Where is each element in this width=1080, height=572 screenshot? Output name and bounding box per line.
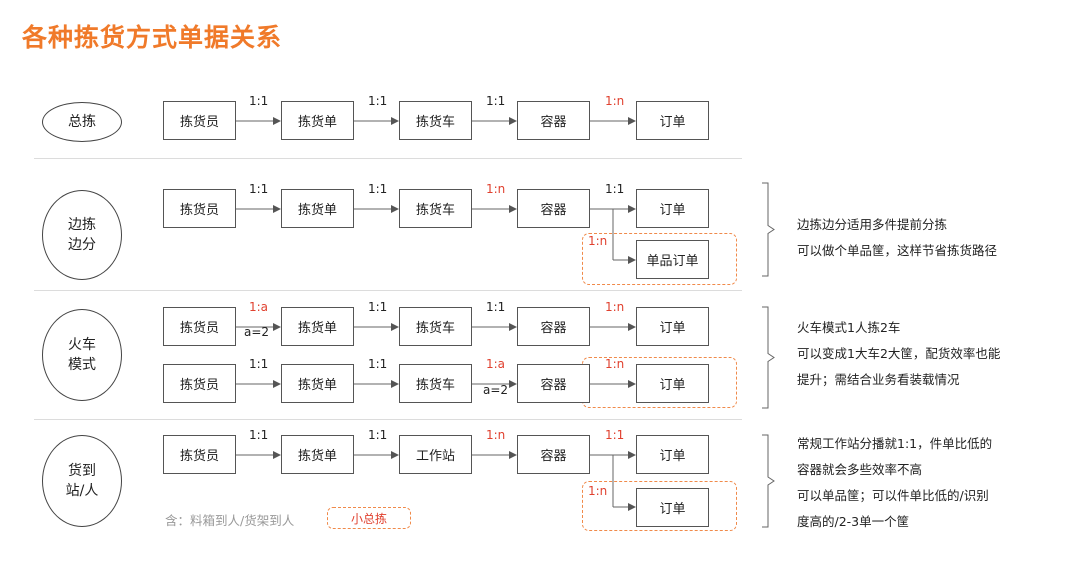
bracket-station [762,434,775,528]
ratio-label: 1:1 [249,182,269,196]
note-line: 可以变成1大车2大筐，配货效率也能 [797,346,1001,361]
note-line: 可以单品筐；可以件单比低的/识别 [797,488,989,503]
row-divider [34,158,742,159]
bracket-bianjian [762,182,775,277]
mode-label-train: 火车 模式 [42,309,122,401]
node-picker: 拣货员 [163,364,236,403]
note-line: 火车模式1人拣2车 [797,320,901,335]
note-line: 可以做个单品筐，这样节省拣货路径 [797,243,998,258]
note-line: 常规工作站分播就1:1，件单比低的 [797,436,993,451]
ratio-label: 1:1 [368,94,388,108]
ratio-label: 1:1 [605,182,625,196]
ratio-sub-label: a=2 [483,383,509,397]
node-pick-cart: 拣货车 [399,101,472,140]
ratio-label: 1:n [605,300,625,314]
ratio-label: 1:n [486,428,506,442]
node-picker: 拣货员 [163,101,236,140]
mode-label-station: 货到 站/人 [42,435,122,527]
ratio-label: 1:n [588,484,608,498]
node-container: 容器 [517,307,590,346]
node-picker: 拣货员 [163,435,236,474]
node-single-item-order: 单品订单 [636,240,709,279]
node-order-branch: 订单 [636,488,709,527]
row-divider [34,290,742,291]
ratio-label: 1:1 [486,94,506,108]
node-container: 容器 [517,364,590,403]
ratio-label: 1:n [588,234,608,248]
node-picker: 拣货员 [163,189,236,228]
node-pick-cart: 拣货车 [399,364,472,403]
node-picker: 拣货员 [163,307,236,346]
node-container: 容器 [517,189,590,228]
node-container: 容器 [517,101,590,140]
page-title: 各种拣货方式单据关系 [22,23,283,52]
ratio-label: 1:a [249,300,269,314]
ratio-label: 1:1 [368,357,388,371]
small-total-pick-tag: 小总拣 [327,507,411,529]
ratio-sub-label: a=2 [244,325,270,339]
note-line: 容器就会多些效率不高 [797,462,923,477]
row-divider [34,419,742,420]
note-station: 常规工作站分播就1:1，件单比低的 容器就会多些效率不高 可以单品筐；可以件单比… [797,431,992,535]
mode-label-bianjian: 边拣 边分 [42,190,122,280]
single-item-highlight [582,233,737,285]
note-line: 度高的/2-3单一个筐 [797,514,910,529]
ratio-label: 1:1 [249,94,269,108]
node-pick-list: 拣货单 [281,435,354,474]
node-order: 订单 [636,435,709,474]
node-pick-list: 拣货单 [281,189,354,228]
ratio-label: 1:a [486,357,506,371]
node-pick-list: 拣货单 [281,364,354,403]
note-bianjian: 边拣边分适用多件提前分拣 可以做个单品筐，这样节省拣货路径 [797,212,997,264]
ratio-label: 1:1 [368,182,388,196]
mode-label-total: 总拣 [42,102,122,142]
node-pick-list: 拣货单 [281,101,354,140]
ratio-label: 1:1 [368,428,388,442]
node-order: 订单 [636,189,709,228]
note-line: 提升；需结合业务看装载情况 [797,372,960,387]
station-order-highlight [582,481,737,531]
node-workstation: 工作站 [399,435,472,474]
ratio-label: 1:1 [249,357,269,371]
footnote-includes: 含：料箱到人/货架到人 [165,513,295,528]
ratio-label: 1:1 [368,300,388,314]
ratio-label: 1:n [605,357,625,371]
node-order: 订单 [636,307,709,346]
node-pick-cart: 拣货车 [399,189,472,228]
ratio-label: 1:1 [486,300,506,314]
node-container: 容器 [517,435,590,474]
ratio-label: 1:n [486,182,506,196]
node-order: 订单 [636,101,709,140]
ratio-label: 1:n [605,94,625,108]
bracket-train [762,306,775,409]
node-pick-list: 拣货单 [281,307,354,346]
node-order: 订单 [636,364,709,403]
node-pick-cart: 拣货车 [399,307,472,346]
ratio-label: 1:1 [249,428,269,442]
note-train: 火车模式1人拣2车 可以变成1大车2大筐，配货效率也能 提升；需结合业务看装载情… [797,315,1000,393]
ratio-label: 1:1 [605,428,625,442]
note-line: 边拣边分适用多件提前分拣 [797,217,948,232]
